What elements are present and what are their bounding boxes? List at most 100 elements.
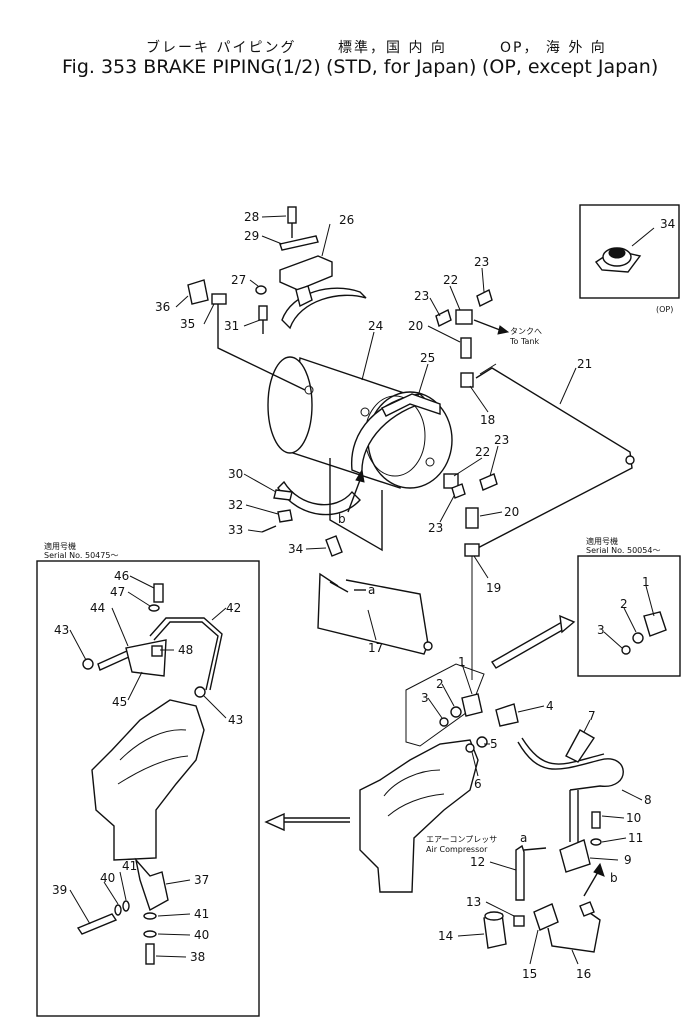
callout-38: 38 <box>190 950 205 964</box>
upper-valve-group: タンクへ To Tank <box>435 289 635 553</box>
callout-23-top-a: 23 <box>474 255 489 269</box>
elbow-1 <box>461 693 483 717</box>
callout-op-34: 34 <box>660 217 675 231</box>
fitting-15 <box>533 903 559 931</box>
callout-23-low-a: 23 <box>494 433 509 447</box>
ring-5 <box>476 736 488 748</box>
washer-40-lower <box>143 930 157 938</box>
air-tank-assembly: b <box>187 206 453 557</box>
right-inset: 適用号機 Serial No. 50054～ <box>491 536 681 677</box>
right-serial: Serial No. 50054～ <box>586 546 660 555</box>
nut-13 <box>513 915 525 927</box>
callout-25: 25 <box>420 351 435 365</box>
callout-1: 1 <box>458 655 466 669</box>
tank-end-rear <box>267 356 313 454</box>
right-serial-jp: 適用号機 <box>586 536 618 546</box>
callout-9: 9 <box>624 853 632 867</box>
fitting-23-lower-b <box>451 483 466 499</box>
callout-20-top: 20 <box>408 319 423 333</box>
ring-3 <box>439 717 449 727</box>
figure-header: ブレーキ パイピング 標準，国 内 向 OP， 海 外 向 Fig. 353 B… <box>0 0 689 90</box>
fitting-34 <box>325 535 343 557</box>
elbow-4 <box>495 703 519 727</box>
callout-20-low: 20 <box>504 505 519 519</box>
air-comp-en: Air Compressor <box>426 845 488 854</box>
drain-line <box>217 304 306 391</box>
callout-14: 14 <box>438 929 453 943</box>
callout-35: 35 <box>180 317 195 331</box>
ref-a-pipe: a <box>368 583 375 597</box>
callout-12: 12 <box>470 855 485 869</box>
callout-10: 10 <box>626 811 641 825</box>
callout-11: 11 <box>628 831 643 845</box>
clamp-7 <box>565 729 595 763</box>
callout-41-lower: 41 <box>194 907 209 921</box>
callout-13: 13 <box>466 895 481 909</box>
pipe-17 <box>317 572 429 655</box>
title-japanese: ブレーキ パイピング <box>146 40 297 56</box>
callout-27: 27 <box>231 273 246 287</box>
callout-31: 31 <box>224 319 239 333</box>
callout-23-top-b: 23 <box>414 289 429 303</box>
callout-44: 44 <box>90 601 105 615</box>
callout-16: 16 <box>576 967 591 981</box>
callout-24: 24 <box>368 319 383 333</box>
bolt-31 <box>258 305 268 321</box>
ring-6 <box>465 743 475 753</box>
air-compressor-assembly: エアーコンプレッサ Air Compressor a b <box>359 663 624 953</box>
to-tank-en: To Tank <box>509 337 540 346</box>
callout-36: 36 <box>155 300 170 314</box>
bolt-46 <box>153 583 164 603</box>
callout-numbers: 28 26 29 27 36 35 31 24 22 23 23 20 25 2… <box>52 210 652 981</box>
air-comp-jp: エアーコンプレッサ <box>426 835 497 844</box>
hose-8 <box>517 741 624 791</box>
inset-washer-2 <box>632 632 644 644</box>
fitting-20-lower <box>465 507 479 529</box>
fitting-23-lower-a <box>479 473 498 491</box>
compressor-body <box>359 739 479 893</box>
std-label: (STD, for Japan) <box>326 56 477 78</box>
callout-7: 7 <box>588 709 596 723</box>
left-inset-frame <box>36 560 260 1017</box>
callout-22-top: 22 <box>443 273 458 287</box>
washer-41-left <box>122 900 130 912</box>
callout-28: 28 <box>244 210 259 224</box>
callout-29: 29 <box>244 229 259 243</box>
callout-21: 21 <box>577 357 592 371</box>
bolt-38 <box>145 943 155 965</box>
pipe-21 <box>469 367 633 553</box>
valve-9 <box>559 839 591 873</box>
pipe-17-route: a <box>317 572 433 655</box>
callout-30: 30 <box>228 467 243 481</box>
pipe-16 <box>547 905 601 953</box>
leader-lines <box>69 215 655 965</box>
fitting-30 <box>273 489 293 501</box>
pipe-42 <box>149 617 223 691</box>
callout-39: 39 <box>52 883 67 897</box>
tee-19 <box>464 543 480 557</box>
op-japanese: OP， 海 外 向 <box>500 40 607 56</box>
callout-3: 3 <box>421 691 429 705</box>
callout-22-low: 22 <box>475 445 490 459</box>
bracket-37 <box>134 857 169 912</box>
washer-2 <box>450 706 462 718</box>
fitting-20-upper <box>460 337 472 359</box>
tank-band-lower <box>277 480 361 516</box>
nut-43-upper <box>82 658 94 670</box>
bolt-39 <box>76 913 118 935</box>
callout-15: 15 <box>522 967 537 981</box>
bolt-10 <box>591 811 601 829</box>
callout-18: 18 <box>480 413 495 427</box>
callout-6: 6 <box>474 777 482 791</box>
callout-40-left: 40 <box>100 871 115 885</box>
tank-mount-leg <box>329 458 383 552</box>
drain-valve-36 <box>187 279 209 305</box>
callout-inset-3: 3 <box>597 623 605 637</box>
to-tank-jp: タンクへ <box>510 327 542 336</box>
figure-title: Fig. 353 BRAKE PIPING(1/2) <box>62 56 321 78</box>
ref-b-tank: b <box>338 512 346 526</box>
inset-elbow-1 <box>643 611 667 637</box>
left-serial: Serial No. 50475～ <box>44 551 118 560</box>
callout-43-upper: 43 <box>54 623 69 637</box>
tank-port-front <box>425 457 435 467</box>
